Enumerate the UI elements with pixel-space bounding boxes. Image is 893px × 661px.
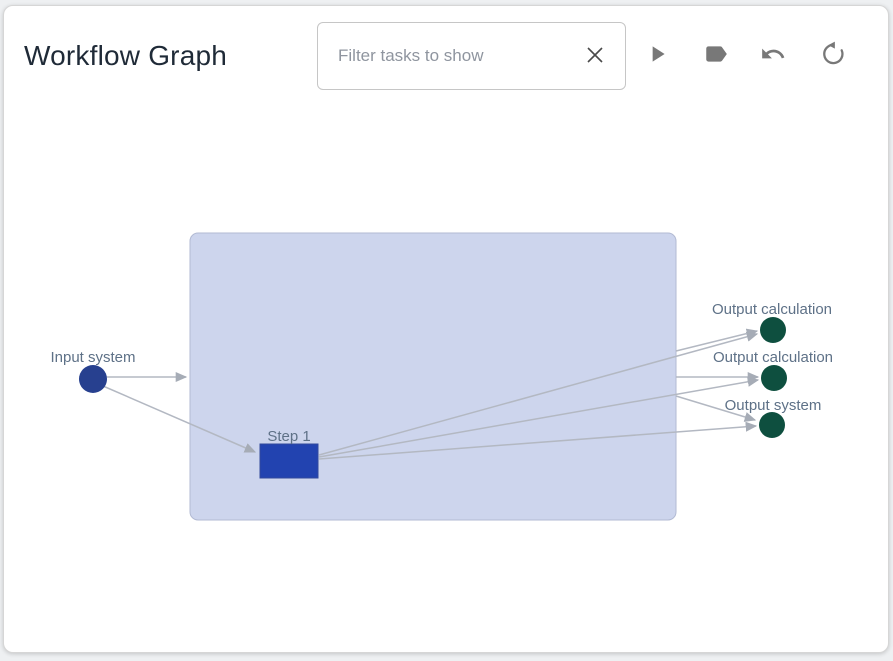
- node-label-output-calculation-2: Output calculation: [713, 349, 833, 366]
- play-button[interactable]: [640, 37, 674, 71]
- label-icon: [703, 41, 729, 67]
- close-icon: [583, 43, 607, 70]
- node-output-calculation-1[interactable]: [760, 317, 786, 343]
- page-title: Workflow Graph: [24, 40, 228, 71]
- node-input-system[interactable]: [79, 365, 107, 393]
- node-step-1[interactable]: [259, 443, 319, 479]
- edge-cluster-to-output-system: [675, 395, 757, 422]
- label-button[interactable]: [699, 37, 733, 71]
- clear-filter-button[interactable]: [575, 36, 615, 76]
- filter-tasks-input[interactable]: [318, 46, 575, 66]
- node-output-system[interactable]: [759, 412, 785, 438]
- undo-icon: [760, 41, 786, 67]
- restore-icon: [820, 41, 846, 67]
- node-label-input-system: Input system: [50, 349, 135, 366]
- undo-button[interactable]: [756, 37, 790, 71]
- node-label-step-1: Step 1: [267, 428, 310, 445]
- edge-step1-to-output-calculation-1: [318, 331, 759, 456]
- edge-cluster-to-output-calculation-1: [675, 328, 759, 352]
- node-label-output-calculation-1: Output calculation: [712, 301, 832, 318]
- play-icon: [644, 41, 670, 67]
- edge-input-to-step1: [102, 385, 257, 453]
- edge-step1-to-output-system: [318, 421, 758, 460]
- node-output-calculation-2[interactable]: [761, 365, 787, 391]
- edge-step1-to-output-calculation-2: [318, 376, 760, 458]
- node-label-output-system: Output system: [725, 397, 822, 414]
- filter-box: [317, 22, 626, 90]
- restore-button[interactable]: [816, 37, 850, 71]
